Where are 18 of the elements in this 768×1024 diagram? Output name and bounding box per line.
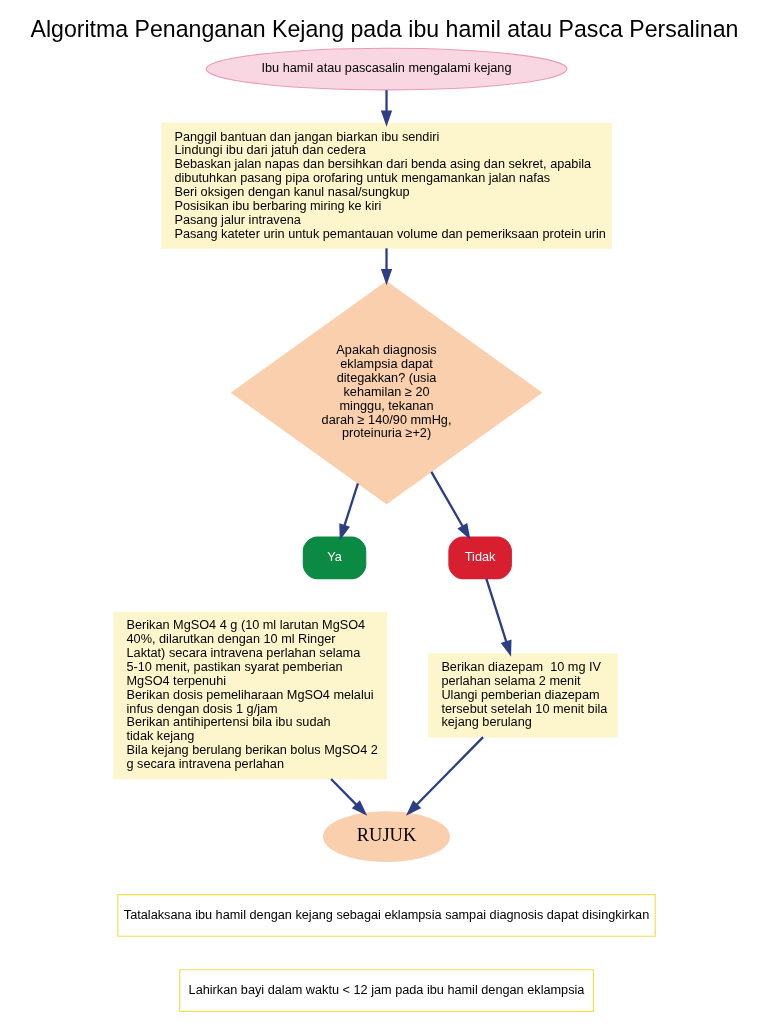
arrow [329,777,367,816]
arrow [338,482,359,540]
node-ellipse: RUJUK [322,810,450,862]
arrow [484,577,512,657]
node-box: Tidak [447,536,512,579]
node-ellipse: Ibu hamil atau pascasalin mengalami kejang [205,47,567,90]
diagram-title: Algoritma Penanganan Kejang pada ibu hamil atau Pasca Persalinan [30,15,738,42]
node-box: Tatalaksana ibu hamil dengan kejang sebagai eklampsia sampai diagnosis dapat disingkirkan [116,893,656,937]
arrow [405,735,484,816]
arrow [380,247,392,285]
arrow [380,89,392,127]
node-box: Lahirkan bayi dalam waktu < 12 jam pada ibu hamil dengan eklampsia [178,968,594,1012]
node-box: Ya [302,536,366,579]
node-box: Panggil bantuan dan jangan biarkan ibu sendiri Lindungi ibu dari jatuh dan cedera Bebaskan jalan napas dan bersihkan dari benda asing dan sekret, apabila dibutuhkan pasang pipa orofaring untuk mengamankan jalan nafas Beri oksigen dengan kanul nasal/sungkup Posisikan ibu berbaring miring ke kiri Pasang jalur intravena Pasang kateter urin untuk pemantauan volume dan pemeriksaan protein urin [160,122,612,249]
arrow [429,470,470,540]
node-diamond: Apakah diagnosis eklampsia dapat ditegakkan? (usia kehamilan ≥ 20 minggu, tekanan darah ≥ 140/90 mmHg, proteinuria ≥+2) [230,280,542,504]
node-box: Berikan diazepam 10 mg IV perlahan selama 2 menit Ulangi pemberian diazepam tersebut setelah 10 menit bila kejang berulang [427,652,618,738]
node-box: Berikan MgSO4 4 g (10 ml larutan MgSO4 40%, dilarutkan dengan 10 ml Ringer Laktat) secara intravena perlahan selama 5-10 menit, pastikan syarat pemberian MgSO4 terpenuhi Berikan dosis pemeliharaan MgSO4 melalui infus dengan dosis 1 g/jam Berikan antihipertensi bila ibu sudah tidak kejang Bila kejang berulang berikan bolus MgSO4 2 g secara intravena perlahan [112,611,387,779]
